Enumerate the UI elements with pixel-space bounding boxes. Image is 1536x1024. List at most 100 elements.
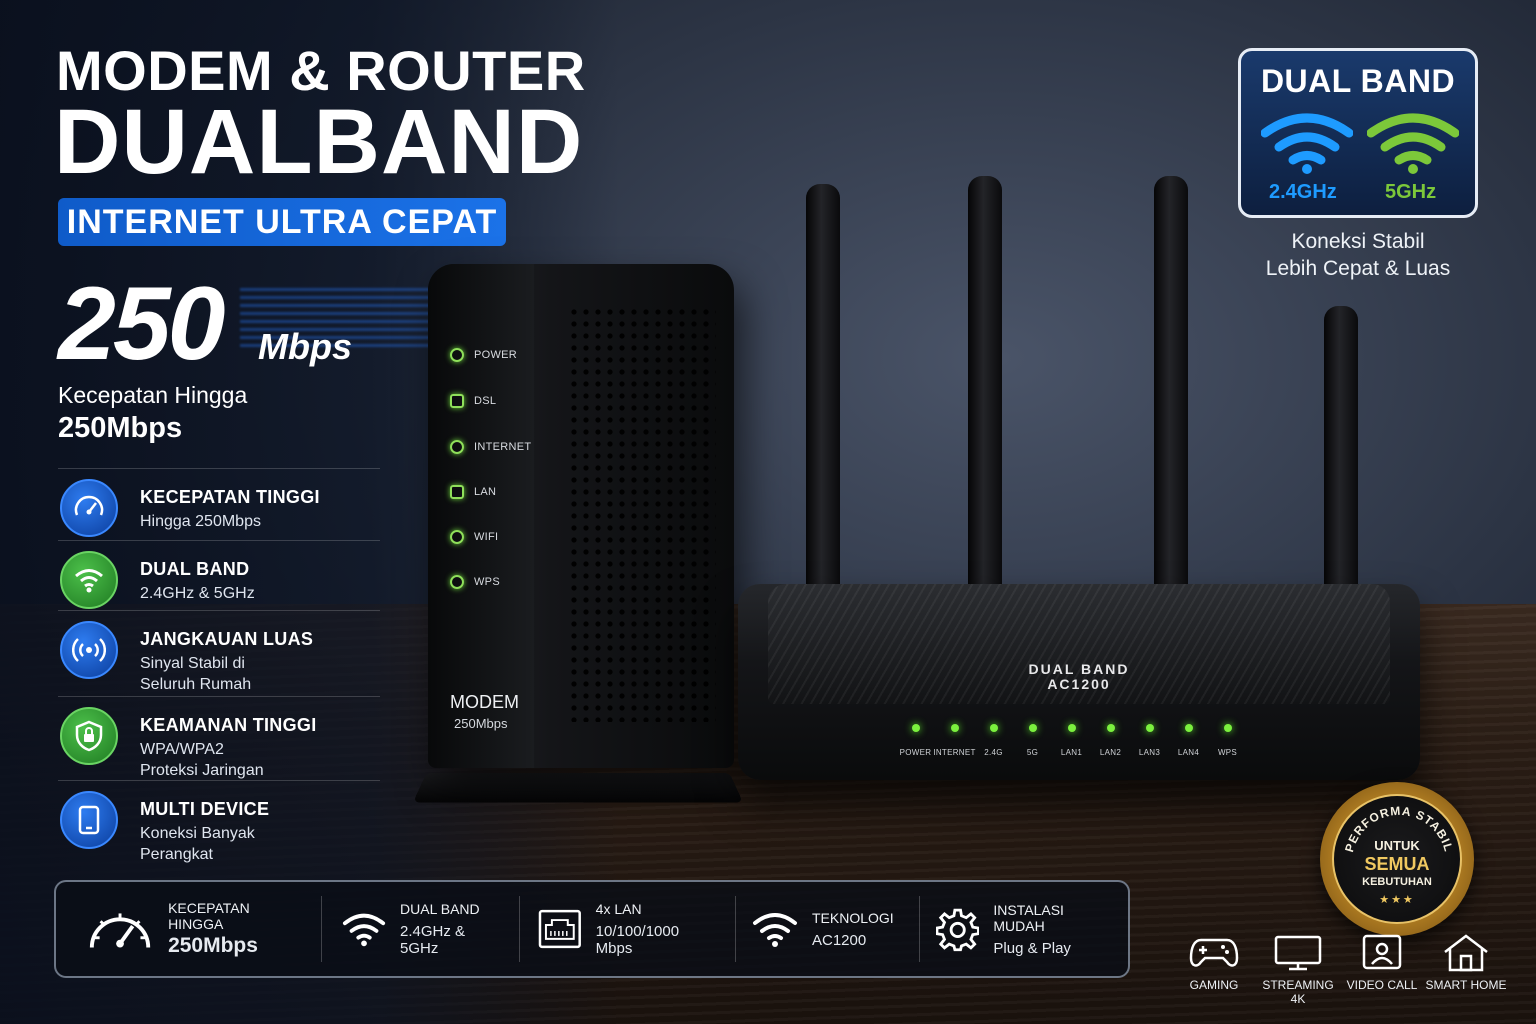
feature-title: KECEPATAN TINGGI xyxy=(140,487,320,507)
use-streaming: STREAMING 4K xyxy=(1256,934,1340,1006)
lan-icon xyxy=(450,485,464,499)
monitor-icon xyxy=(1274,935,1322,971)
spec-line1: INSTALASI MUDAH xyxy=(993,901,1064,934)
use-label: VIDEO CALL xyxy=(1346,978,1418,992)
devices-icon xyxy=(60,791,118,849)
use-label: GAMING xyxy=(1189,978,1239,992)
modem-label: MODEM xyxy=(450,692,519,712)
seal-arc-text: PERFORMA STABIL xyxy=(1342,804,1455,854)
use-gaming: GAMING xyxy=(1172,934,1256,1006)
dual-band-caption-1: Koneksi Stabil xyxy=(1291,230,1425,253)
feature-desc: Sinyal Stabil di Seluruh Rumah xyxy=(140,655,252,693)
feature-desc: Hingga 250Mbps xyxy=(140,513,261,530)
router-led: POWER xyxy=(896,724,935,757)
modem-device: POWER DSL INTERNET LAN WIFI WPS MODEM 25… xyxy=(428,264,734,768)
broadcast-icon xyxy=(60,621,118,679)
gamepad-icon xyxy=(1189,938,1239,967)
modem-led-label: WPS xyxy=(474,576,500,588)
modem-stand xyxy=(412,772,744,803)
spec-line2: 2.4GHz & 5GHz xyxy=(400,923,466,957)
performance-seal: PERFORMA STABIL UNTUK SEMUA KEBUTUHAN ★★… xyxy=(1320,782,1474,936)
router-led: LAN2 xyxy=(1091,724,1130,757)
feature-desc: 2.4GHz & 5GHz xyxy=(140,585,255,602)
headline-line1: MODEM & ROUTER xyxy=(56,39,586,102)
speed-caption-1: Kecepatan Hingga xyxy=(58,382,248,408)
router-led-row: POWER INTERNET 2.4G 5G LAN1 LAN2 LAN3 LA… xyxy=(896,724,1247,757)
band-2g-label: 2.4GHz xyxy=(1269,181,1337,203)
wps-icon xyxy=(450,575,464,589)
speed-unit: Mbps xyxy=(258,326,352,367)
use-cases: GAMING STREAMING 4K VIDEO CALL SMART HOM… xyxy=(1172,934,1508,1006)
speed-streak xyxy=(240,288,430,348)
spec-dualband: DUAL BAND 2.4GHz & 5GHz xyxy=(322,896,520,962)
feature-item: MULTI DEVICE Koneksi Banyak Perangkat xyxy=(58,780,380,866)
router-antenna xyxy=(1324,306,1358,596)
router-antenna xyxy=(1154,176,1188,596)
speedometer-icon xyxy=(60,479,118,537)
feature-list: KECEPATAN TINGGI Hingga 250Mbps DUAL BAND… xyxy=(58,468,380,866)
headline-line2: DUALBAND xyxy=(54,91,584,193)
spec-line1: KECEPATAN HINGGA xyxy=(168,900,250,932)
router-antenna xyxy=(968,176,1002,596)
video-call-icon xyxy=(1362,934,1402,970)
feature-item: DUAL BAND 2.4GHz & 5GHz xyxy=(58,540,380,610)
modem-led-label: WIFI xyxy=(474,531,499,543)
dual-band-caption: Koneksi Stabil Lebih Cepat & Luas xyxy=(1238,228,1478,282)
modem-front-panel xyxy=(428,264,534,768)
wifi-icon xyxy=(450,530,464,544)
seal-line2: SEMUA xyxy=(1364,854,1430,874)
feature-desc: WPA/WPA2 Proteksi Jaringan xyxy=(140,741,264,779)
feature-desc: Koneksi Banyak Perangkat xyxy=(140,825,255,863)
seal-line3: KEBUTUHAN xyxy=(1362,876,1432,888)
spec-line1: TEKNOLOGI xyxy=(812,909,894,926)
wifi-5g-icon xyxy=(1367,113,1459,174)
dual-band-box: DUAL BAND 2.4GHz 5GHz xyxy=(1238,48,1478,218)
spec-technology: TEKNOLOGI AC1200 xyxy=(736,896,920,962)
modem-led-wifi: WIFI xyxy=(450,530,498,544)
feature-title: DUAL BAND xyxy=(140,559,250,579)
dual-band-caption-2: Lebih Cepat & Luas xyxy=(1265,257,1451,280)
use-label: STREAMING 4K xyxy=(1262,978,1334,1006)
seal-inner: PERFORMA STABIL UNTUK SEMUA KEBUTUHAN ★★… xyxy=(1332,794,1462,924)
modem-led-power: POWER xyxy=(450,348,517,362)
spec-line2: Plug & Play xyxy=(993,939,1071,957)
modem-led-label: LAN xyxy=(474,486,497,498)
feature-item: KEAMANAN TINGGI WPA/WPA2 Proteksi Jaringa… xyxy=(58,696,380,780)
router-brand-line1: DUAL BAND xyxy=(1028,661,1130,677)
feature-title: MULTI DEVICE xyxy=(140,799,270,819)
wifi-icon xyxy=(753,913,797,947)
modem-led-lan: LAN xyxy=(450,485,496,499)
wifi-2g-icon xyxy=(1261,113,1353,174)
dsl-icon xyxy=(450,394,464,408)
home-icon xyxy=(1444,934,1488,972)
spec-line2: 10/100/1000 Mbps xyxy=(595,923,680,957)
router-antenna xyxy=(806,184,840,594)
seal-line1: UNTUK xyxy=(1374,838,1420,853)
gear-icon xyxy=(936,908,980,952)
feature-title: KEAMANAN TINGGI xyxy=(140,715,317,735)
wifi-icon xyxy=(60,551,118,609)
use-label: SMART HOME xyxy=(1425,978,1507,992)
spec-line2: AC1200 xyxy=(812,931,867,949)
speedometer-icon xyxy=(89,913,151,948)
speed-caption-2: 250Mbps xyxy=(58,412,183,444)
router-led: LAN4 xyxy=(1169,724,1208,757)
router-led: LAN1 xyxy=(1052,724,1091,757)
seal-stars: ★★★ xyxy=(1379,894,1415,906)
router-led: INTERNET xyxy=(933,724,975,757)
dual-band-title: DUAL BAND xyxy=(1260,63,1456,99)
modem-led-dsl: DSL xyxy=(450,394,496,408)
modem-led-wps: WPS xyxy=(450,575,500,589)
router-led: LAN3 xyxy=(1130,724,1169,757)
spec-line2: 250Mbps xyxy=(168,934,258,957)
feature-item: KECEPATAN TINGGI Hingga 250Mbps xyxy=(58,468,380,540)
modem-led-label: INTERNET xyxy=(474,441,532,453)
tagline-pill: INTERNET ULTRA CEPAT xyxy=(58,198,506,246)
spec-line1: DUAL BAND xyxy=(400,901,480,917)
ethernet-port-icon xyxy=(538,909,581,949)
